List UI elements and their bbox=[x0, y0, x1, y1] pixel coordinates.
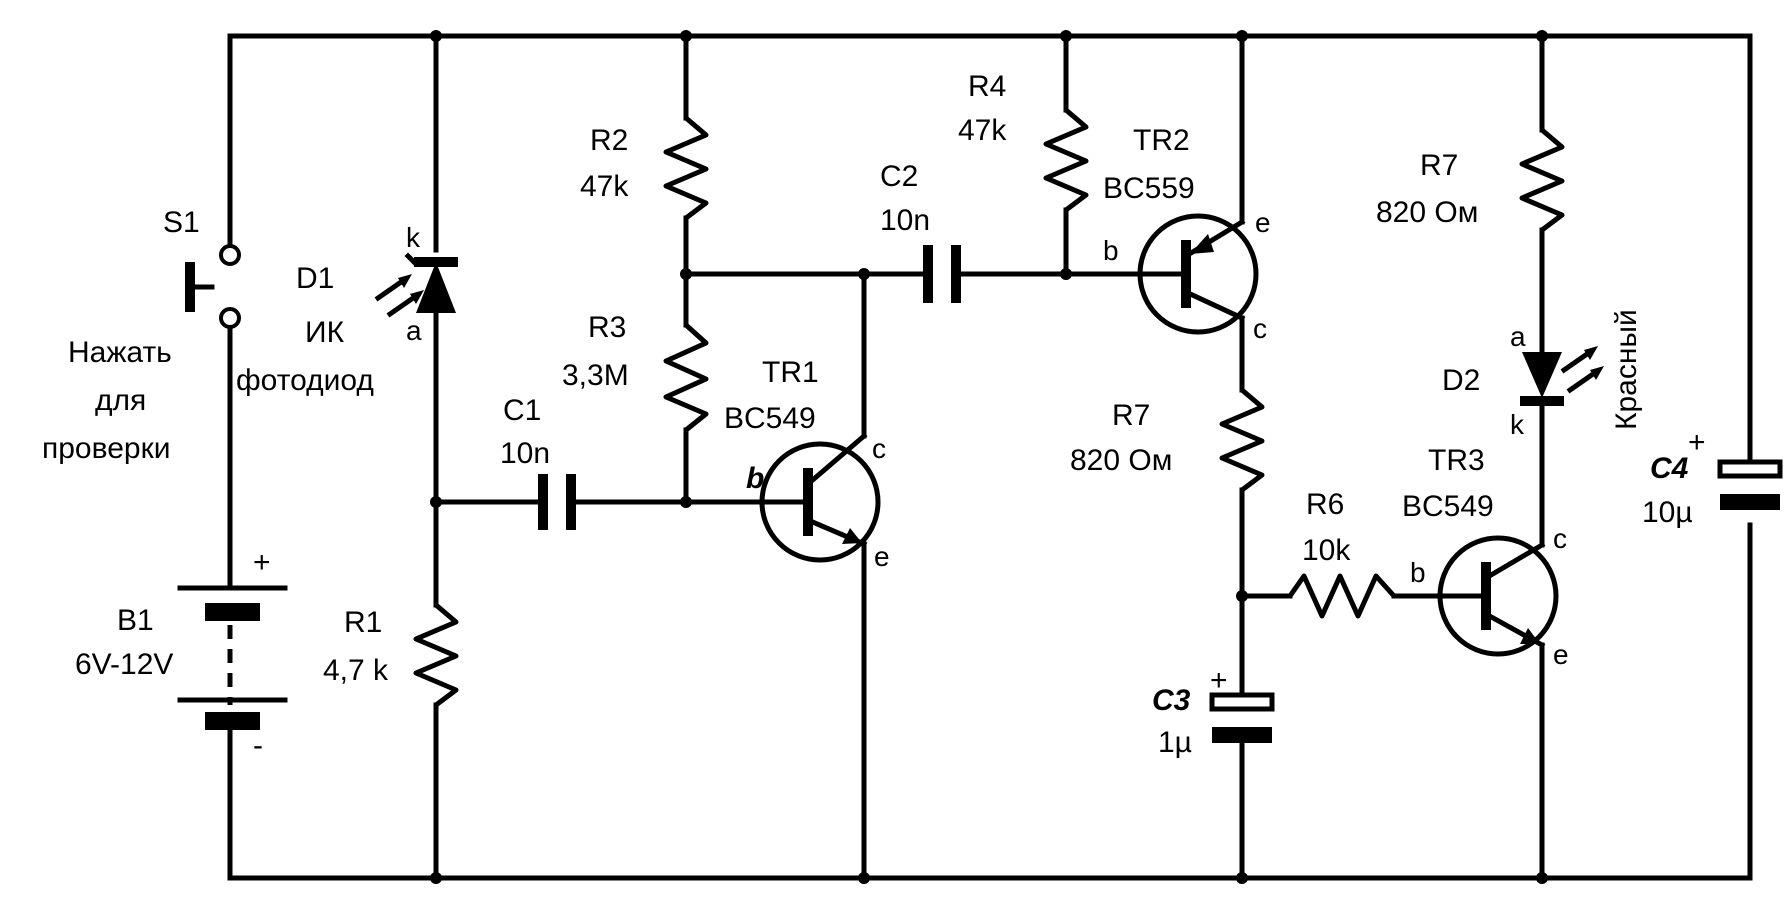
battery-b1: + - B1 6V-12V bbox=[75, 546, 288, 762]
capacitor-c3: + C3 1µ bbox=[1152, 664, 1275, 759]
r1-label: R1 bbox=[344, 606, 382, 639]
c3-plus-sign: + bbox=[1210, 664, 1228, 697]
r7b-value: 820 Ом bbox=[1376, 196, 1478, 229]
capacitor-c2: C2 10n bbox=[880, 160, 961, 303]
junction-dot bbox=[858, 268, 870, 280]
r7a-value: 820 Ом bbox=[1070, 444, 1172, 477]
r1-value: 4,7 k bbox=[323, 654, 389, 687]
led-d2: a k D2 Красный bbox=[1442, 309, 1643, 440]
r3-label: R3 bbox=[588, 311, 626, 344]
c2-value: 10n bbox=[880, 204, 930, 237]
junction-dot bbox=[1236, 872, 1248, 884]
junction-dot bbox=[430, 872, 442, 884]
tr2-pin-b: b bbox=[1103, 235, 1119, 266]
d1-pin-k: k bbox=[406, 222, 421, 253]
junction-dot bbox=[858, 872, 870, 884]
junction-dot bbox=[680, 268, 692, 280]
r7b-label: R7 bbox=[1420, 149, 1458, 182]
b1-value: 6V-12V bbox=[75, 648, 173, 681]
r4-value: 47k bbox=[958, 114, 1007, 147]
transistor-tr3: b c e TR3 BC549 bbox=[1402, 444, 1569, 670]
tr3-model: BC549 bbox=[1402, 490, 1494, 523]
r2-label: R2 bbox=[590, 124, 628, 157]
capacitor-c1: C1 10n bbox=[500, 394, 576, 530]
resistor-r3: R3 3,3M bbox=[562, 311, 709, 432]
c4-value: 10µ bbox=[1642, 496, 1693, 529]
tr2-pin-c: c bbox=[1253, 313, 1267, 344]
tr2-label: TR2 bbox=[1133, 124, 1190, 157]
tr1-pin-c: c bbox=[872, 433, 886, 464]
s1-note-line-1: Нажать bbox=[68, 336, 172, 369]
s1-label: S1 bbox=[163, 206, 200, 239]
resistor-r7-collector: R7 820 Ом bbox=[1070, 388, 1265, 492]
tr3-pin-c: c bbox=[1553, 523, 1567, 554]
d2-color: Красный bbox=[1610, 309, 1643, 430]
r3-value: 3,3M bbox=[562, 359, 629, 392]
s1-note-line-3: проверки bbox=[42, 432, 170, 465]
capacitor-c4: + C4 10µ bbox=[1642, 426, 1783, 529]
r2-value: 47k bbox=[580, 170, 629, 203]
tr3-pin-b: b bbox=[1410, 557, 1426, 588]
junction-dots bbox=[430, 30, 1548, 884]
junction-dot bbox=[1536, 872, 1548, 884]
d1-label: D1 bbox=[296, 262, 334, 295]
tr3-label: TR3 bbox=[1428, 444, 1485, 477]
tr1-pin-e: e bbox=[874, 541, 890, 572]
d1-type: ИК bbox=[305, 316, 345, 349]
c2-label: C2 bbox=[880, 160, 918, 193]
s1-note-line-2: для bbox=[95, 384, 146, 417]
tr1-model: BC549 bbox=[724, 402, 816, 435]
transistor-tr2: b e c TR2 BC559 bbox=[1103, 124, 1271, 344]
d1-pin-a: a bbox=[406, 315, 422, 346]
junction-dot bbox=[1060, 30, 1072, 42]
d1-desc: фотодиод bbox=[236, 364, 374, 397]
tr2-model: BC559 bbox=[1103, 172, 1195, 205]
c1-label: C1 bbox=[503, 394, 541, 427]
junction-dot bbox=[680, 496, 692, 508]
resistor-r1: R1 4,7 k bbox=[323, 603, 459, 707]
r4-label: R4 bbox=[968, 70, 1006, 103]
resistor-r6: R6 10k bbox=[1287, 488, 1396, 619]
junction-dot bbox=[1236, 590, 1248, 602]
d2-pin-k: k bbox=[1510, 409, 1525, 440]
c3-label: C3 bbox=[1152, 684, 1191, 717]
junction-dot bbox=[430, 30, 442, 42]
c3-value: 1µ bbox=[1158, 726, 1192, 759]
d2-pin-a: a bbox=[1510, 321, 1526, 352]
tr1-label: TR1 bbox=[762, 356, 819, 389]
transistor-tr1: b c e TR1 BC549 bbox=[724, 356, 890, 572]
tr3-pin-e: e bbox=[1553, 639, 1569, 670]
resistor-r7-led: R7 820 Ом bbox=[1376, 128, 1565, 232]
b1-minus-sign: - bbox=[253, 729, 263, 762]
photodiode-d1: k a D1 ИК фотодиод bbox=[236, 222, 458, 397]
tr2-pin-e: e bbox=[1255, 207, 1271, 238]
b1-plus-sign: + bbox=[253, 546, 271, 579]
r7a-label: R7 bbox=[1112, 399, 1150, 432]
junction-dot bbox=[1236, 30, 1248, 42]
tr1-pin-b: b bbox=[746, 462, 764, 495]
resistor-r4: R4 47k bbox=[958, 70, 1089, 212]
switch-s1: S1 Нажать для проверки bbox=[42, 206, 241, 465]
junction-dot bbox=[1060, 268, 1072, 280]
c1-value: 10n bbox=[500, 437, 550, 470]
junction-dot bbox=[1536, 30, 1548, 42]
resistor-r2: R2 47k bbox=[580, 116, 709, 220]
b1-label: B1 bbox=[117, 604, 154, 637]
junction-dot bbox=[430, 496, 442, 508]
c4-plus-sign: + bbox=[1688, 426, 1706, 459]
c4-label: C4 bbox=[1650, 452, 1689, 485]
junction-dot bbox=[680, 30, 692, 42]
r6-value: 10k bbox=[1302, 534, 1351, 567]
d2-label: D2 bbox=[1442, 364, 1480, 397]
r6-label: R6 bbox=[1306, 488, 1344, 521]
